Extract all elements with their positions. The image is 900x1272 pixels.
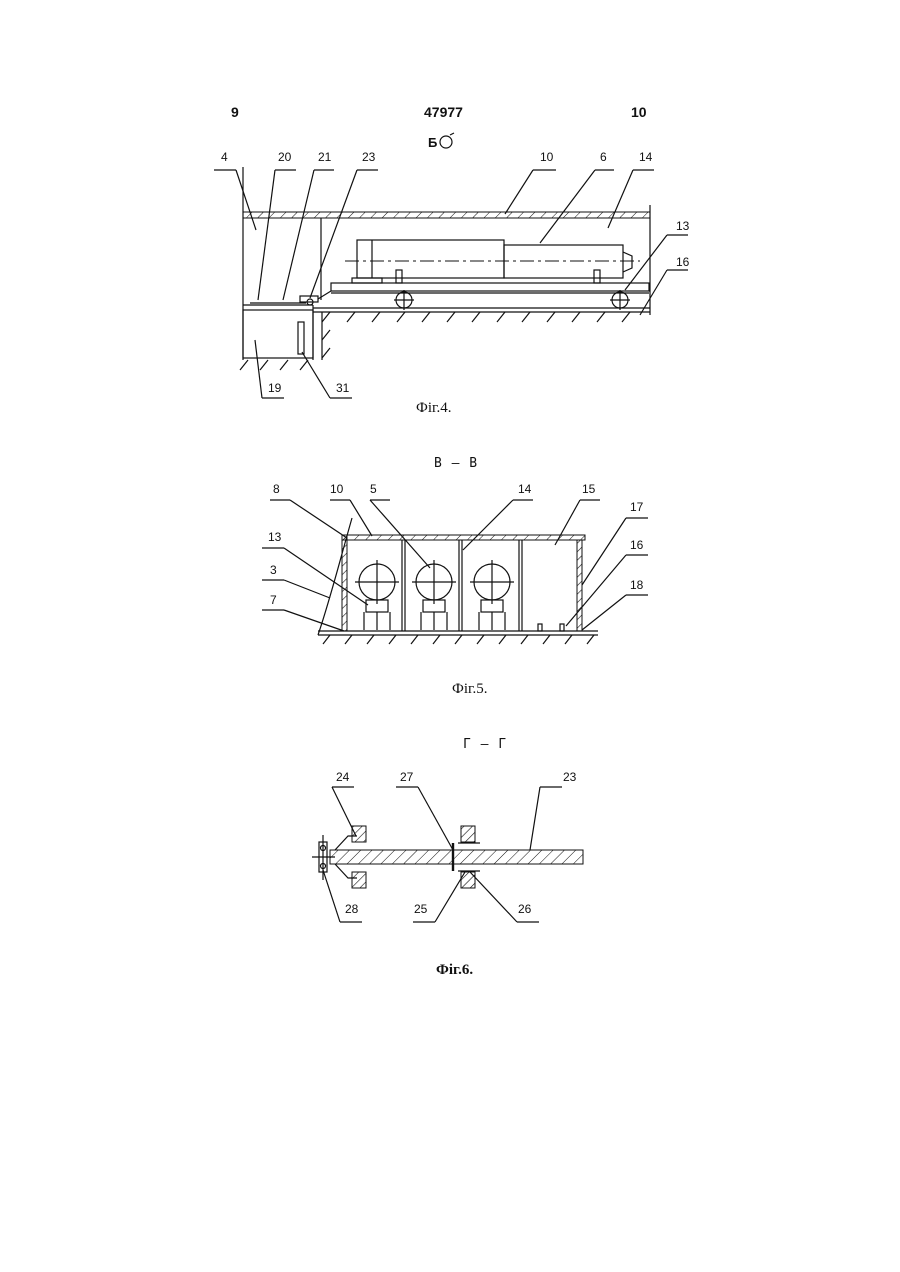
fig5-drawing [262,500,648,644]
fig5-label-3: 3 [270,563,277,577]
fig4-drawing [214,167,688,398]
fig6-label-23: 23 [563,770,577,784]
fig4-label-14: 14 [639,150,653,164]
fig5-label-18: 18 [630,578,644,592]
fig5-label-8: 8 [273,482,280,496]
fig4-label-31: 31 [336,381,350,395]
fig4-label-10: 10 [540,150,554,164]
fig5-label-15: 15 [582,482,596,496]
fig4-label-13: 13 [676,219,690,233]
fig4-label-16: 16 [676,255,690,269]
fig4-label-20: 20 [278,150,292,164]
fig5-label-7: 7 [270,593,277,607]
fig6-label-25: 25 [414,902,428,916]
fig5-label-17: 17 [630,500,644,514]
fig6-label-24: 24 [336,770,350,784]
fig6-label-26: 26 [518,902,532,916]
fig4-label-4: 4 [221,150,228,164]
fig5-label-10: 10 [330,482,344,496]
view-direction-icon [440,133,454,148]
fig4-label-6: 6 [600,150,607,164]
fig5-label-16: 16 [630,538,644,552]
fig6-label-27: 27 [400,770,414,784]
fig4-label-21: 21 [318,150,332,164]
fig4-label-19: 19 [268,381,282,395]
fig4-label-23: 23 [362,150,376,164]
fig5-label-5: 5 [370,482,377,496]
fig6-label-28: 28 [345,902,359,916]
fig5-label-13: 13 [268,530,282,544]
fig5-label-14: 14 [518,482,532,496]
